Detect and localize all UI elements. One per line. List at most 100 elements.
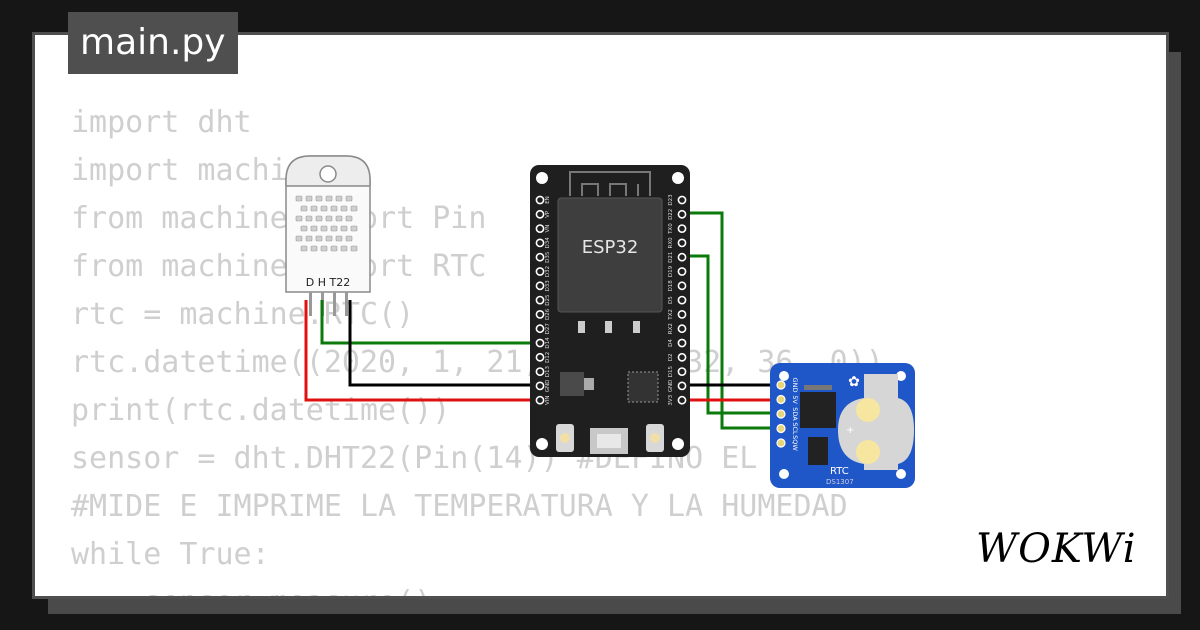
rtc-pin (776, 438, 786, 448)
esp32-pin-left (535, 281, 545, 291)
esp32-pin-label: VP (545, 210, 551, 218)
esp32-board[interactable]: ESP32 ENVPVND34D35D32D33D25D26D27D14D12D… (530, 165, 690, 457)
esp32-pin-label: D14 (545, 337, 551, 349)
dht-vent (310, 245, 318, 252)
esp32-pin-left (535, 395, 545, 405)
dht-vent (350, 205, 358, 212)
esp32-pin-right (677, 281, 687, 291)
dht-vent (345, 215, 353, 222)
dht-vent (340, 245, 348, 252)
esp32-pin-label: D19 (668, 265, 674, 277)
esp32-pin-left (535, 224, 545, 233)
esp32-pin-label: D18 (668, 280, 674, 292)
esp32-pin-label: D4 (668, 339, 674, 347)
esp32-pin-right (677, 324, 687, 334)
code-line: #MIDE E IMPRIME LA TEMPERATURA Y LA HUME… (71, 489, 848, 524)
esp32-pin-label: VN (545, 225, 551, 233)
svg-text:+: + (846, 425, 854, 436)
esp32-pin-label: TX0 (668, 223, 674, 235)
dht-vent (310, 225, 318, 232)
esp32-pin-label: D35 (545, 251, 551, 263)
dht-vent (310, 205, 318, 212)
adafruit-flower-icon: ✿ (848, 374, 860, 390)
dht-vent (300, 225, 308, 232)
wokwi-logo: WOKWi (976, 526, 1137, 572)
dht-vent (295, 195, 303, 202)
esp32-label: ESP32 (582, 237, 639, 258)
esp32-pin-left (535, 252, 545, 262)
dht-vent (300, 245, 308, 252)
code-line: sensor.measure() (71, 579, 884, 596)
esp32-pin-label: D27 (545, 323, 551, 335)
wire-black-dht-gnd (348, 300, 540, 387)
esp32-pin-left (535, 381, 545, 391)
dht-vent (325, 215, 333, 222)
esp32-pin-right (677, 267, 687, 276)
dht-vent (320, 225, 328, 232)
esp32-pin-label: 3V3 (668, 394, 674, 405)
esp32-pin-left (535, 309, 545, 319)
rtc-pin (776, 394, 786, 405)
esp32-pin-left (535, 209, 545, 219)
esp32-pin-right (677, 238, 687, 248)
wire-red-dht-vcc (304, 300, 540, 402)
esp32-pin-right (677, 195, 687, 205)
dht-vent (305, 235, 313, 242)
dht-vent (305, 195, 313, 202)
esp32-pin-right (677, 224, 687, 233)
esp32-pin-label: RX0 (668, 237, 674, 249)
dht-vent (295, 235, 303, 242)
dht-vent (315, 195, 323, 202)
esp32-pin-left (535, 267, 545, 276)
esp32-pin-left (535, 338, 545, 348)
rtc-pin-label: SCL (791, 422, 799, 435)
esp32-pin-label: D21 (668, 252, 674, 263)
esp32-pin-label: D33 (545, 280, 551, 292)
filename-tab[interactable]: main.py (68, 12, 238, 74)
esp32-pin-left (535, 324, 545, 334)
esp32-pin-label: D32 (545, 266, 551, 277)
esp32-pin-left (535, 238, 545, 248)
esp32-pin-label: VIN (545, 395, 551, 405)
esp32-pin-label: D2 (668, 353, 674, 361)
esp32-pin-label: D26 (545, 308, 551, 320)
rtc-subtitle: DS1307 (826, 478, 854, 486)
dht-vent (315, 215, 323, 222)
dht-vent (335, 195, 343, 202)
esp32-pin-label: D15 (668, 365, 674, 377)
rtc-pin-label: GND (791, 378, 799, 393)
dht-vent (320, 245, 328, 252)
esp32-pin-right (677, 295, 687, 305)
esp32-pin-left (535, 295, 545, 305)
dht-vent (330, 245, 338, 252)
esp32-pin-right (677, 395, 687, 405)
dht-vent (340, 205, 348, 212)
esp32-pin-label: D25 (545, 294, 551, 306)
dht-vent (335, 235, 343, 242)
code-line: rtc = machine.RTC() (71, 297, 415, 332)
dht-vent (315, 235, 323, 242)
esp32-pin-label: TX2 (668, 309, 674, 321)
rtc-pin (776, 380, 786, 390)
dht22-sensor[interactable]: D H T22 (285, 155, 371, 316)
esp32-pin-right (677, 252, 687, 262)
dht-vent (330, 225, 338, 232)
esp32-pin-left (535, 352, 545, 362)
esp32-pin-label: EN (545, 196, 551, 204)
code-line: import dht (71, 105, 252, 140)
dht-vent (330, 205, 338, 212)
dht-vent (350, 225, 358, 232)
esp32-pin-label: GND (545, 380, 551, 393)
esp32-pin-label: GND (668, 380, 674, 393)
wire-green-dht-data (320, 300, 540, 345)
esp32-pin-label: D22 (668, 209, 674, 220)
code-line: while True: (71, 537, 270, 572)
rtc-pin (776, 409, 786, 419)
esp32-pin-label: RX2 (668, 323, 674, 334)
wire-green-sda (682, 211, 781, 430)
esp32-pin-right (677, 338, 687, 348)
rtc-pin-label: 5V (791, 395, 799, 404)
dht-vent (320, 205, 328, 212)
